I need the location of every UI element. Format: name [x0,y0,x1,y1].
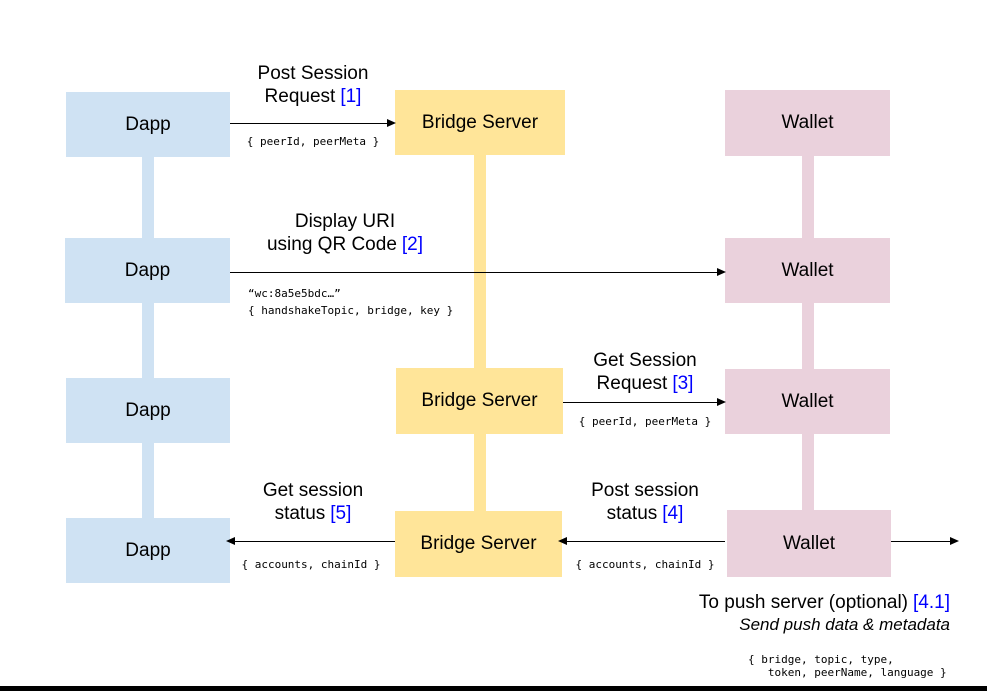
payload-push-server: { bridge, topic, type, token, peerName, … [748,653,947,679]
label-post-session-status: Post session status[4] [560,479,730,525]
bridge-server-box-row1: Bridge Server [395,90,565,155]
reference-number: [3] [672,373,694,394]
reference-number: [4.1] [913,592,950,613]
label-line: status [274,503,326,524]
label-line: To push server (optional) [698,592,909,613]
dapp-lifeline [142,124,154,549]
dapp-box-row3: Dapp [66,378,230,443]
reference-number: [5] [330,503,352,524]
arrowhead-left-icon [558,537,567,545]
arrow-post-session-request [230,119,396,127]
dapp-box-row1: Dapp [66,92,230,157]
push-note-subtitle: Send push data & metadata [739,615,950,634]
arrow-get-session-request [563,398,726,406]
payload-line: { bridge, topic, type, [748,653,894,666]
arrowhead-left-icon [226,537,235,545]
payload-post-session-status: { accounts, chainId } [575,558,715,571]
wallet-box-row2: Wallet [725,238,890,303]
label-line: Post Session [257,63,369,84]
payload-line: “wc:8a5e5bdc…” [248,287,341,300]
dapp-box-row4: Dapp [66,518,230,583]
push-server-note: To push server (optional)[4.1] Send push… [600,592,950,635]
payload-line: { handshakeTopic, bridge, key } [248,304,454,317]
push-note-title: To push server (optional)[4.1] [600,592,950,613]
label-line: Get Session [593,350,697,371]
label-line: Display URI [294,211,396,232]
reference-number: [2] [401,234,424,255]
label-line: using QR Code [266,234,397,255]
label-line: Get session [262,480,364,501]
arrow-to-push-server [891,537,959,545]
label-get-session-request: Get Session Request[3] [560,349,730,395]
label-get-session-status: Get session status[5] [228,479,398,525]
bottom-border-line [0,686,987,691]
arrowhead-right-icon [387,119,396,127]
payload-line: token, peerName, language } [748,666,947,679]
arrowhead-right-icon [717,398,726,406]
wallet-lifeline [802,122,814,543]
arrowhead-right-icon [717,268,726,276]
bridge-server-lifeline [474,122,486,544]
label-post-session-request: Post Session Request[1] [228,62,398,108]
label-line: Request [596,373,668,394]
arrow-get-session-status [226,537,395,545]
wallet-box-row4: Wallet [727,510,891,577]
label-line: Post session [591,480,699,501]
wallet-box-row3: Wallet [725,369,890,434]
bridge-server-box-row4: Bridge Server [395,511,562,577]
reference-number: [1] [340,86,362,107]
arrowhead-right-icon [950,537,959,545]
payload-get-session-status: { accounts, chainId } [241,558,381,571]
reference-number: [4] [662,503,684,524]
payload-display-uri: “wc:8a5e5bdc…” { handshakeTopic, bridge, … [248,285,453,319]
payload-post-session-request: { peerId, peerMeta } [246,135,380,148]
arrow-display-uri [230,268,726,276]
bridge-server-box-row3: Bridge Server [396,368,563,434]
label-display-uri: Display URI using QR Code[2] [240,210,450,256]
payload-get-session-request: { peerId, peerMeta } [578,415,712,428]
arrow-post-session-status [558,537,725,545]
wallet-box-row1: Wallet [725,90,890,156]
label-line: Request [264,86,336,107]
label-line: status [606,503,658,524]
dapp-box-row2: Dapp [65,238,230,303]
